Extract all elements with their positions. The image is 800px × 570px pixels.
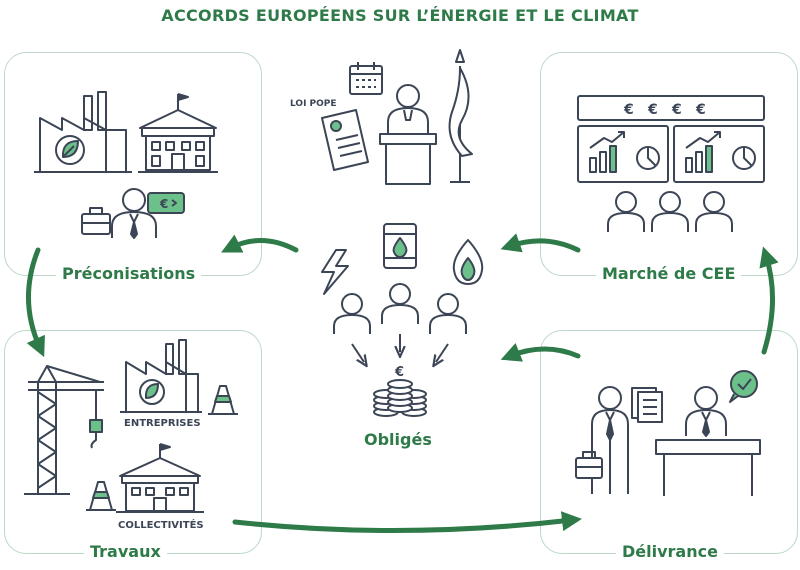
- svg-text:€: €: [647, 102, 658, 118]
- person-icon: [607, 191, 645, 232]
- stage-label-travaux: Travaux: [84, 542, 167, 562]
- person-icon: [651, 191, 689, 232]
- desk-icon: [655, 439, 761, 496]
- factory-icon: [34, 91, 132, 173]
- banknote-icon: €: [147, 192, 185, 214]
- briefcase-icon: [81, 207, 111, 235]
- label-entreprises: ENTREPRISES: [122, 418, 203, 429]
- document-icon: [631, 387, 663, 423]
- euro-symbols: € € € €: [623, 102, 706, 118]
- arrow-travaux-to-delivrance: [232, 511, 582, 534]
- euro-banner: [577, 95, 765, 121]
- chart-icon: [673, 125, 765, 183]
- person-icon: [429, 293, 467, 334]
- coin-euro: €: [394, 365, 404, 380]
- crane-icon: [24, 365, 104, 495]
- calendar-icon: [349, 62, 383, 95]
- checkmark-bubble-icon: [729, 370, 758, 403]
- svg-text:€: €: [159, 197, 168, 211]
- person-icon: [685, 386, 727, 437]
- arrow-obliges-to-preconisations: [221, 234, 299, 253]
- coin-stack-icon: [373, 379, 427, 417]
- svg-text:€: €: [671, 102, 682, 118]
- person-icon: [591, 386, 629, 494]
- chart-icon: [577, 125, 669, 183]
- stage-label-marche: Marché de CEE: [596, 264, 742, 284]
- flame-icon: [452, 239, 484, 285]
- panel-preconisations: [4, 52, 262, 276]
- flag-icon: [448, 49, 473, 183]
- stage-label-delivrance: Délivrance: [616, 542, 724, 562]
- barrel-icon: [383, 223, 417, 269]
- lightning-icon: [321, 249, 349, 295]
- person-icon: [695, 191, 733, 232]
- building-icon: [116, 443, 204, 513]
- arrow-delivrance-to-marche: [759, 246, 779, 355]
- stage-label-preconisations: Préconisations: [56, 264, 202, 284]
- diagram-title: ACCORDS EUROPÉENS SUR L’ÉNERGIE ET LE CL…: [161, 6, 639, 25]
- arrow-preconisations-to-travaux: [25, 247, 45, 358]
- factory-icon: [120, 339, 202, 413]
- svg-text:€: €: [695, 102, 706, 118]
- arrow-marche-to-center: [500, 233, 581, 253]
- svg-text:€: €: [623, 102, 634, 118]
- building-icon: [138, 93, 218, 173]
- cone-icon: [86, 481, 116, 511]
- stage-label-obliges: Obligés: [358, 430, 438, 450]
- cone-icon: [208, 385, 238, 415]
- person-icon: [333, 293, 371, 334]
- person-icon: [381, 283, 419, 324]
- briefcase-icon: [575, 451, 603, 479]
- arrow-delivrance-to-center: [500, 343, 581, 362]
- label-collectivites: COLLECTIVITÉS: [116, 520, 206, 531]
- loi-pope-label: LOI POPE: [290, 99, 337, 109]
- podium-icon: [379, 84, 437, 185]
- document-icon: [321, 109, 369, 171]
- person-icon: [111, 188, 157, 239]
